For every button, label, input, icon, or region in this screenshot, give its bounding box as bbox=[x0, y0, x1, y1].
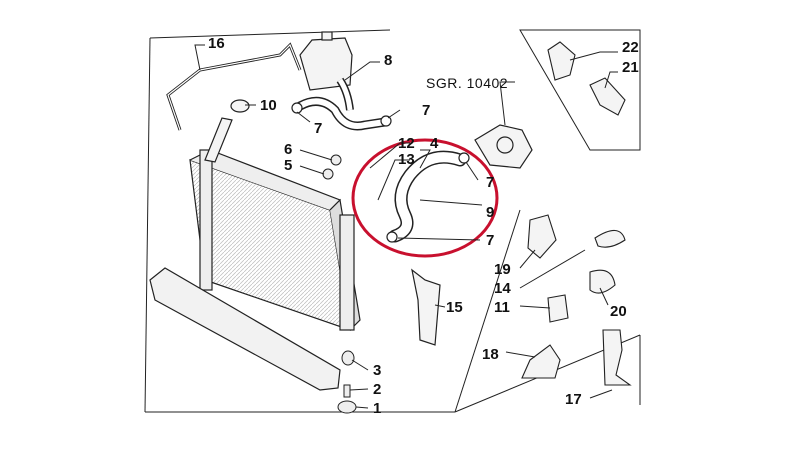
callout-7-top: 7 bbox=[422, 102, 431, 119]
callout-20: 20 bbox=[610, 303, 627, 320]
callout-21: 21 bbox=[622, 59, 639, 76]
callout-4: 4 bbox=[430, 135, 439, 152]
thermostat-housing bbox=[474, 124, 533, 169]
bracket-15 bbox=[411, 268, 441, 346]
callout-6: 6 bbox=[284, 141, 293, 158]
group-reference: SGR. 10402 bbox=[426, 75, 509, 91]
callout-2: 2 bbox=[373, 381, 382, 398]
filler-neck bbox=[204, 99, 250, 163]
callout-17: 17 bbox=[565, 391, 582, 408]
callout-18: 18 bbox=[482, 346, 499, 363]
pipe-16 bbox=[166, 42, 302, 131]
callout-8: 8 bbox=[384, 52, 393, 69]
callout-14: 14 bbox=[494, 280, 511, 297]
expansion-tank bbox=[299, 31, 353, 91]
callout-9: 9 bbox=[486, 204, 495, 221]
callout-1: 1 bbox=[373, 400, 382, 417]
highlight-ellipse bbox=[351, 138, 499, 258]
clamps-22-21 bbox=[547, 41, 626, 116]
bolts bbox=[322, 154, 342, 180]
clips-right bbox=[527, 214, 626, 323]
callout-5: 5 bbox=[284, 157, 293, 174]
callout-13: 13 bbox=[398, 151, 415, 168]
lower-crossmember bbox=[149, 267, 341, 391]
callout-10: 10 bbox=[260, 97, 277, 114]
callout-15: 15 bbox=[446, 299, 463, 316]
leader-lines bbox=[194, 44, 618, 409]
callout-11: 11 bbox=[494, 299, 510, 316]
callout-19: 19 bbox=[494, 261, 511, 278]
radiator bbox=[189, 149, 361, 331]
parts-18-17 bbox=[521, 329, 632, 386]
frame-outline bbox=[144, 29, 641, 413]
callout-7-bottom: 7 bbox=[486, 232, 495, 249]
callout-3: 3 bbox=[373, 362, 382, 379]
callout-16: 16 bbox=[208, 35, 225, 52]
callout-22: 22 bbox=[622, 39, 639, 56]
callout-12: 12 bbox=[398, 135, 415, 152]
callout-7-right: 7 bbox=[486, 174, 495, 191]
callout-7-left: 7 bbox=[314, 120, 323, 137]
